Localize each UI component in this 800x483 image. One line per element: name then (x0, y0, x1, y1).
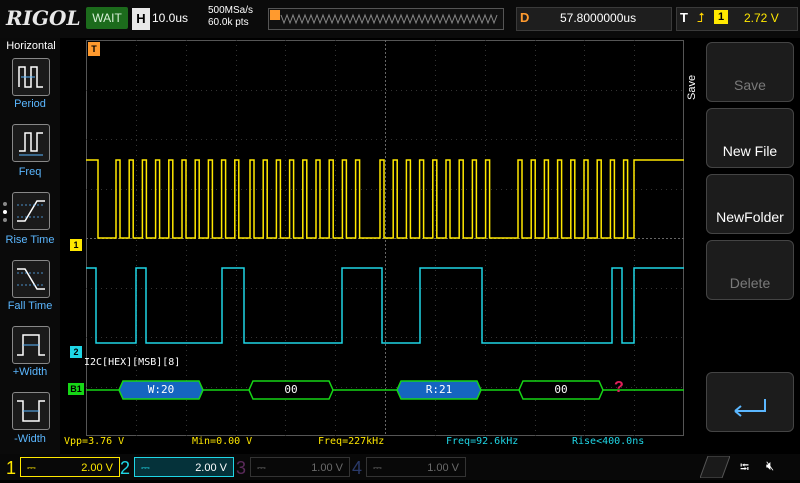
decode-bus-label: I2C[HEX][MSB][8] (84, 357, 181, 368)
measurement-freq-ch2: Freq=92.6kHz (446, 436, 519, 447)
new-folder-button[interactable]: NewFolder (706, 174, 794, 234)
measure-menu (0, 38, 60, 454)
ch2-offset-marker[interactable]: 2 (70, 346, 82, 358)
new-file-button[interactable]: New File (706, 108, 794, 168)
frequency-icon (19, 132, 43, 156)
ch2-coupling-icon: ⎓ (141, 462, 150, 474)
decode-packet-data[interactable]: 00 (248, 380, 334, 400)
rise-time-button[interactable] (12, 192, 50, 230)
positive-width-button[interactable] (12, 326, 50, 364)
period-label: Period (14, 98, 46, 110)
decode-packet-text: 00 (554, 383, 568, 396)
delay-box[interactable] (516, 7, 672, 31)
delete-button[interactable]: Delete (706, 240, 794, 300)
measurement-bar: Vpp=3.76 V Min=0.00 V Freq=227kHz Freq=9… (62, 436, 686, 452)
measurement-freq-ch1: Freq=227kHz (318, 436, 385, 447)
waveform-display[interactable] (86, 40, 684, 436)
ch1-scale-box[interactable]: ⎓ 2.00 V (20, 457, 120, 477)
ch1-coupling-icon: ⎓ (27, 462, 36, 474)
trigger-source: 1 (714, 10, 728, 24)
period-icon (18, 66, 43, 88)
decode-packet-read-address[interactable]: R:21 (396, 380, 482, 400)
decode-packet-text: 00 (284, 383, 298, 396)
ch1-waveform (86, 159, 684, 239)
waveform-grid (86, 40, 684, 436)
measure-menu-title: Horizontal (6, 40, 56, 52)
brand-logo: RIGOL (6, 6, 81, 30)
memory-waveform-overview (270, 10, 498, 25)
trigger-level[interactable]: 2.72 V (744, 11, 779, 25)
trigger-position-icon (270, 10, 280, 20)
ch3-scale-box[interactable]: ⎓ 1.00 V (250, 457, 350, 477)
fall-time-label: Fall Time (7, 300, 53, 312)
save-button[interactable]: Save (706, 42, 794, 102)
ch1-number: 1 (6, 458, 17, 478)
decode-packet-text: W:20 (147, 383, 175, 396)
ch4-scale-box[interactable]: ⎓ 1.00 V (366, 457, 466, 477)
ch2-number: 2 (120, 458, 131, 478)
new-file-label: New File (722, 143, 778, 159)
delete-label: Delete (729, 275, 771, 291)
new-folder-label: NewFolder (716, 209, 784, 225)
positive-width-label: +Width (12, 366, 48, 378)
ch2-waveform (86, 267, 684, 344)
decode-packet-data[interactable]: 00 (518, 380, 604, 400)
decode-unknown-marker: ? (614, 379, 624, 396)
usb-icon: ⭾ (740, 460, 750, 474)
math-ref-tab[interactable] (699, 455, 731, 479)
delay-badge: D (520, 10, 530, 25)
ch3-scale: 1.00 V (311, 462, 343, 474)
ch2-scale-box[interactable]: ⎓ 2.00 V (134, 457, 234, 477)
ch4-coupling-icon: ⎓ (373, 462, 382, 474)
measurement-vpp: Vpp=3.76 V (64, 436, 125, 447)
ch1-scale: 2.00 V (81, 462, 113, 474)
ch4-scale: 1.00 V (427, 462, 459, 474)
ch4-number: 4 (352, 458, 363, 478)
memory-position-bar[interactable] (268, 8, 504, 30)
fall-time-button[interactable] (12, 260, 50, 298)
menu-page-indicator (2, 200, 8, 224)
negative-width-button[interactable] (12, 392, 50, 430)
delay-value[interactable]: 57.8000000us (560, 11, 637, 25)
fall-time-icon (17, 268, 45, 290)
bus-marker[interactable]: B1 (68, 383, 84, 395)
memory-depth: 60.0k pts (208, 17, 249, 28)
sample-rate: 500MSa/s (208, 5, 254, 16)
negative-width-label: -Width (14, 433, 46, 445)
trigger-position-marker[interactable]: T (88, 42, 100, 56)
channel-bar (0, 454, 800, 480)
ch3-number: 3 (236, 458, 247, 478)
ch1-offset-marker[interactable]: 1 (70, 239, 82, 251)
back-button[interactable] (706, 372, 794, 432)
decode-packet-write-address[interactable]: W:20 (118, 380, 204, 400)
ch2-scale: 2.00 V (195, 462, 227, 474)
save-menu-title: Save (686, 74, 698, 100)
frequency-label: Freq (18, 166, 42, 178)
measurement-rise: Rise<400.0ns (572, 436, 645, 447)
negative-width-icon (17, 400, 45, 422)
timebase-badge: H (132, 8, 150, 30)
save-button-label: Save (734, 77, 766, 93)
timebase-value[interactable]: 10.0us (152, 11, 189, 25)
period-button[interactable] (12, 58, 50, 96)
rise-time-label: Rise Time (5, 234, 55, 246)
run-stop-status[interactable]: WAIT (86, 7, 128, 29)
frequency-button[interactable] (12, 124, 50, 162)
acquisition-info: 500MSa/s 60.0k pts (208, 5, 268, 29)
rise-time-icon (17, 200, 45, 222)
ch3-coupling-icon: ⎓ (257, 462, 266, 474)
speaker-muted-icon[interactable]: 🔇︎ (766, 458, 775, 473)
positive-width-icon (17, 334, 45, 356)
return-arrow-icon (734, 399, 766, 417)
trigger-box[interactable] (676, 7, 798, 31)
decode-packet-text: R:21 (425, 383, 453, 396)
measurement-min: Min=0.00 V (192, 436, 253, 447)
rising-edge-icon: ⮥ (697, 10, 705, 25)
trigger-badge: T (680, 10, 688, 25)
